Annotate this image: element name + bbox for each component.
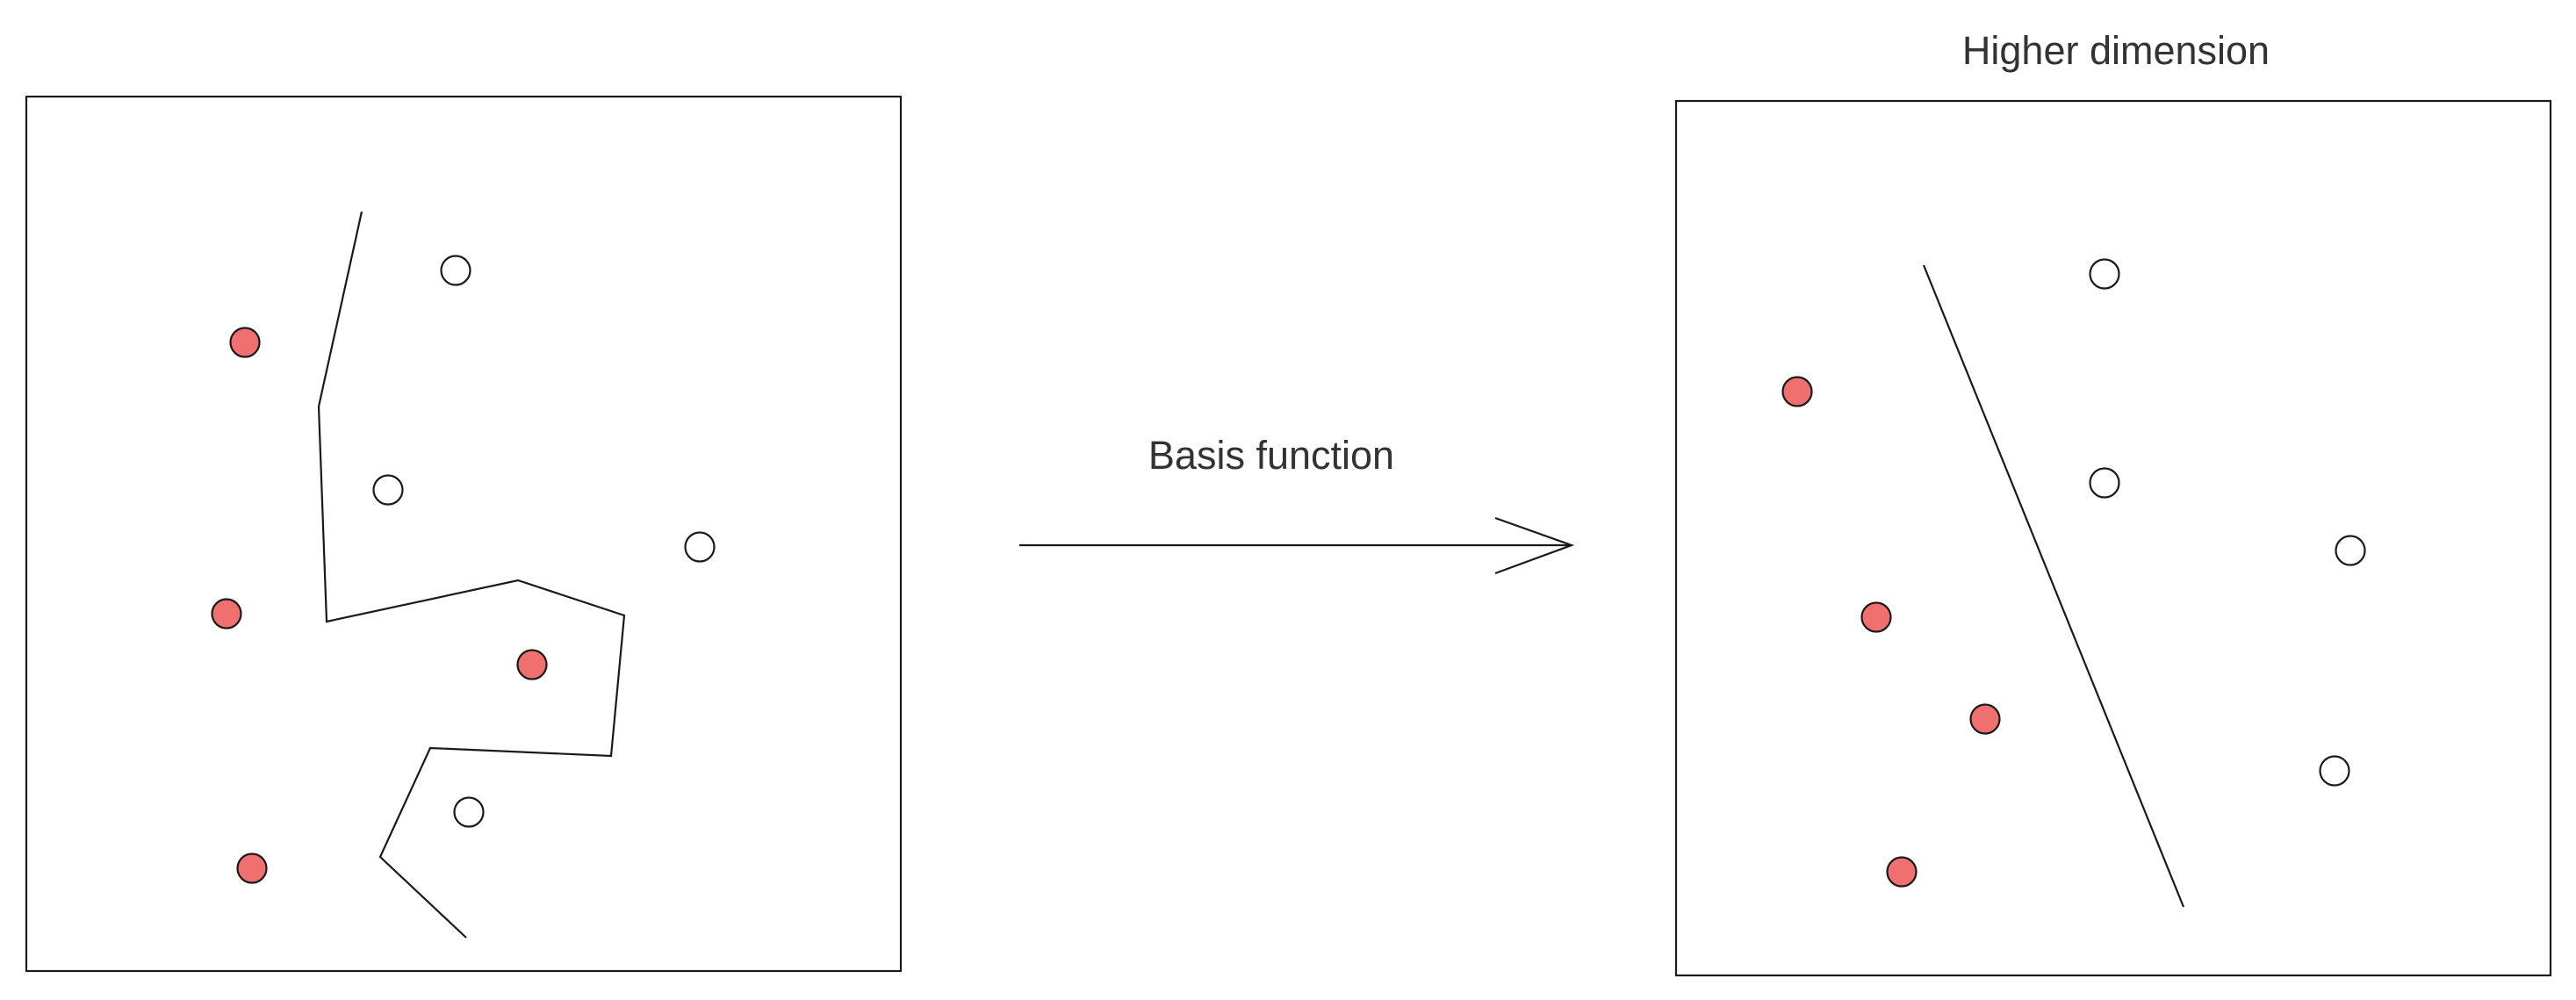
right-red-point <box>1886 856 1918 888</box>
arrow-head <box>1494 516 1575 575</box>
left-red-point <box>229 327 261 358</box>
left-white-point <box>453 796 485 828</box>
right-panel-frame <box>1674 99 2552 977</box>
left-panel <box>25 95 903 973</box>
left-nonlinear-boundary <box>317 211 626 939</box>
arrow-label: Basis function <box>1148 433 1394 478</box>
right-red-point <box>1860 601 1892 633</box>
basis-function-arrow: Basis function <box>1019 433 1575 575</box>
right-red-point <box>1969 703 2001 735</box>
right-white-point <box>2089 258 2120 290</box>
left-red-point <box>516 649 548 680</box>
right-linear-boundary <box>1922 264 2185 908</box>
left-panel-frame <box>25 95 903 973</box>
left-red-point <box>236 853 268 884</box>
left-red-point <box>211 598 242 629</box>
right-panel-title: Higher dimension <box>1962 28 2270 73</box>
right-white-point <box>2089 467 2120 499</box>
right-panel: Higher dimension <box>1674 28 2552 977</box>
right-white-point <box>2319 755 2350 787</box>
right-red-point <box>1781 376 1813 407</box>
left-white-point <box>440 255 471 286</box>
right-white-point <box>2335 535 2366 566</box>
left-white-point <box>372 474 404 506</box>
left-white-point <box>684 531 716 563</box>
